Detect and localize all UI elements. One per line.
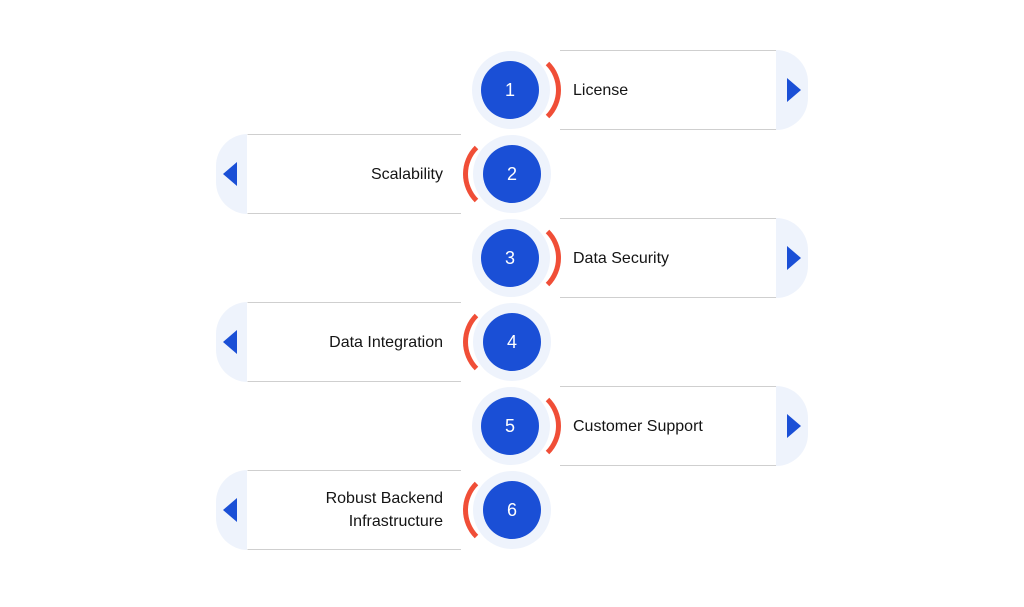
step-label-1: License (573, 82, 629, 99)
step-label-5: Customer Support (573, 418, 703, 435)
step-number-5: 5 (481, 397, 539, 455)
step-card-4: Data Integration (247, 302, 482, 382)
arrow-left-icon (223, 330, 237, 354)
card-outline (247, 302, 461, 382)
step-row-4: Data Integration 4 (0, 300, 1024, 384)
card-outline (247, 134, 461, 214)
accent-arc (481, 218, 561, 298)
step-label-3: Data Security (573, 250, 670, 267)
step-card-3: Data Security (540, 218, 777, 298)
step-number-3: 3 (481, 229, 539, 287)
step-number-4: 4 (483, 313, 541, 371)
step-row-1: License 1 (0, 48, 1024, 132)
step-card-5: Customer Support (540, 386, 777, 466)
step-row-6: Robust Backend Infrastructure 6 (0, 468, 1024, 552)
step-cap-1[interactable] (776, 50, 808, 130)
accent-arc (481, 50, 561, 130)
card-outline (247, 470, 461, 550)
step-number-6: 6 (483, 481, 541, 539)
step-card-1: License (540, 50, 777, 130)
step-cap-2[interactable] (216, 134, 248, 214)
step-card-2: Scalability (247, 134, 482, 214)
step-card-6: Robust Backend Infrastructure (247, 470, 482, 550)
arrow-right-icon (787, 414, 801, 438)
accent-arc (463, 302, 543, 382)
step-number-2: 2 (483, 145, 541, 203)
step-number-1: 1 (481, 61, 539, 119)
step-cap-6[interactable] (216, 470, 248, 550)
step-cap-4[interactable] (216, 302, 248, 382)
step-cap-5[interactable] (776, 386, 808, 466)
step-label-2: Scalability (370, 166, 443, 183)
step-row-2: Scalability 2 (0, 132, 1024, 216)
step-label-6: Robust Backend Infrastructure (325, 490, 443, 530)
step-cap-3[interactable] (776, 218, 808, 298)
accent-arc (463, 470, 543, 550)
accent-arc (463, 134, 543, 214)
step-row-3: Data Security 3 (0, 216, 1024, 300)
arrow-right-icon (787, 78, 801, 102)
arrow-left-icon (223, 498, 237, 522)
step-row-5: Customer Support 5 (0, 384, 1024, 468)
arrow-left-icon (223, 162, 237, 186)
accent-arc (481, 386, 561, 466)
step-label-4: Data Integration (329, 334, 443, 351)
arrow-right-icon (787, 246, 801, 270)
